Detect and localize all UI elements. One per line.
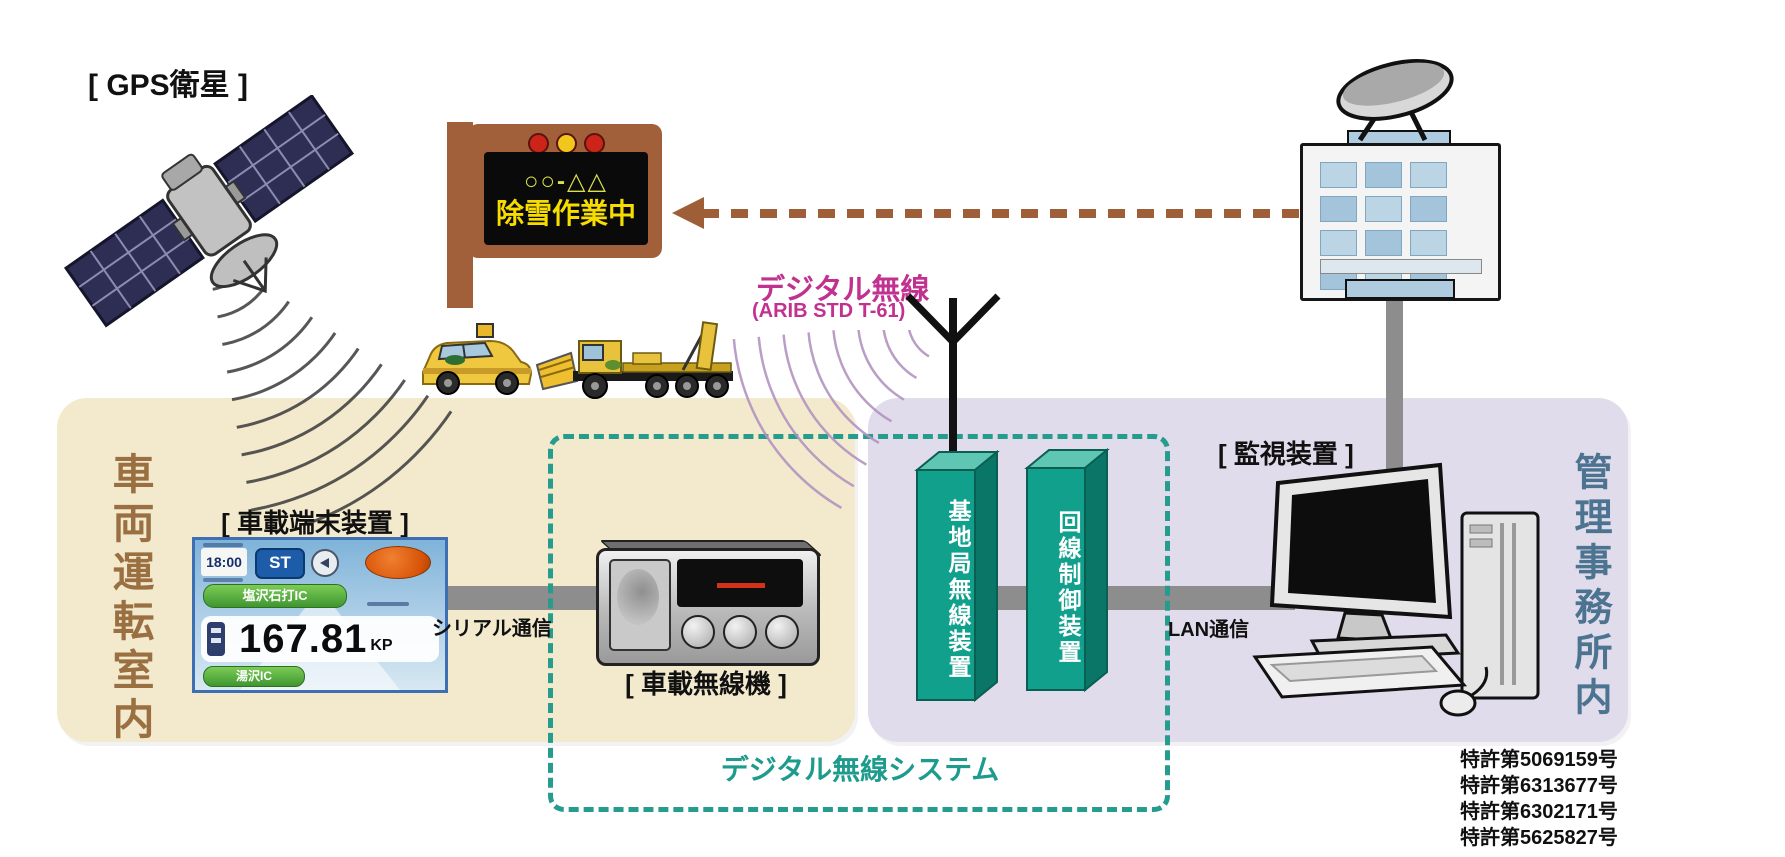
kilopost-icon xyxy=(207,622,225,656)
patent-line: 特許第5625827号 xyxy=(1460,827,1618,849)
st-mode-badge: ST xyxy=(255,548,305,579)
monitor-illustration xyxy=(1269,462,1461,662)
radio-knob xyxy=(765,615,799,649)
kilopost-readout: 167.81 KP xyxy=(201,616,439,662)
zone-label-vehicle-cab: 車両運転室内 xyxy=(107,452,154,746)
monitoring-device-label: [ 監視装置 ] xyxy=(1218,439,1354,469)
radio-knob xyxy=(681,615,715,649)
line-control-tower-label: 回線制御装置 xyxy=(1055,510,1081,666)
signal-light-red-left xyxy=(528,133,549,154)
snowplow-truck-illustration xyxy=(535,315,740,400)
antenna-icon xyxy=(898,290,1008,472)
terminal-device-label: [ 車載端末装置 ] xyxy=(221,508,409,538)
lan-comm-label: LAN通信 xyxy=(1168,619,1250,641)
display-board-pole xyxy=(1386,293,1403,485)
speaker-icon xyxy=(311,549,339,577)
orange-button xyxy=(365,546,431,579)
serial-connector-bar xyxy=(440,586,604,610)
zone-label-management-office: 管理事務所内 xyxy=(1568,452,1610,722)
vehicle-radio-device xyxy=(596,548,820,666)
workstation-illustration xyxy=(1250,445,1550,735)
micro-text-line xyxy=(203,578,243,582)
board-light-bar xyxy=(1320,259,1482,274)
patent-line: 特許第5069159号 xyxy=(1460,749,1618,771)
command-arrow-head xyxy=(672,197,704,229)
ic-name-bottom: 湯沢IC xyxy=(203,666,305,687)
equipment-towers xyxy=(905,447,1135,718)
base-station-tower-label: 基地局無線装置 xyxy=(945,498,971,681)
patrol-car-illustration xyxy=(415,322,540,396)
serial-comm-label: シリアル通信 xyxy=(432,618,552,640)
kilopost-value: 167.81 xyxy=(239,616,368,661)
digital-radio-system-box xyxy=(548,434,1170,812)
roadside-display-board xyxy=(1300,143,1501,301)
digital-radio-system-label: デジタル無線システム xyxy=(720,754,1000,785)
sign-status-text: 除雪作業中 xyxy=(495,197,636,229)
signal-light-yellow xyxy=(556,133,577,154)
radio-knob xyxy=(723,615,757,649)
vehicle-radio-label: [ 車載無線機 ] xyxy=(625,669,787,699)
radio-speaker-panel xyxy=(609,559,671,651)
command-arrow-shaft xyxy=(702,209,1310,218)
micro-text-line xyxy=(367,602,409,606)
micro-text-line xyxy=(203,543,243,547)
radio-display xyxy=(677,559,803,607)
clock-display: 18:00 xyxy=(201,548,247,576)
kilopost-unit: KP xyxy=(370,637,393,654)
in-vehicle-terminal-screen: 18:00 ST 塩沢石打IC 167.81 KP 湯沢IC xyxy=(192,537,448,693)
signal-light-red-right xyxy=(584,133,605,154)
sign-route-text: ○○-△△ xyxy=(524,167,608,195)
sign-message-screen: ○○-△△ 除雪作業中 xyxy=(484,152,648,245)
digital-radio-label: デジタル無線 xyxy=(756,274,930,306)
pc-tower-illustration xyxy=(1460,511,1540,700)
patent-line: 特許第6302171号 xyxy=(1460,801,1618,823)
arib-standard-label: (ARIB STD T-61) xyxy=(752,300,906,322)
gps-satellite-label: [ GPS衛星 ] xyxy=(88,69,249,102)
ic-name-top: 塩沢石打IC xyxy=(203,584,347,608)
board-base-tab xyxy=(1345,279,1455,299)
satellite-dish-icon xyxy=(1320,52,1470,144)
keyboard-illustration xyxy=(1252,645,1468,699)
gps-satellite-illustration xyxy=(40,93,540,544)
mouse-illustration xyxy=(1439,666,1489,717)
patent-line: 特許第6313677号 xyxy=(1460,775,1618,797)
patent-numbers: 特許第5069159号 特許第6313677号 特許第6302171号 特許第5… xyxy=(1460,747,1618,851)
